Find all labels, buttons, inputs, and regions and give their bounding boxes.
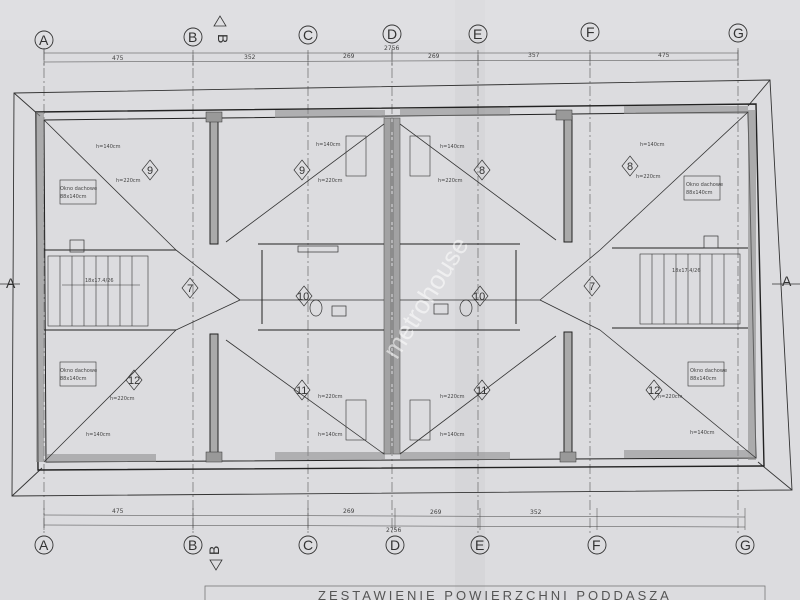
stairs (47, 253, 741, 327)
grid-label-bottom: E (475, 537, 484, 553)
window-note: Okno dachowe (60, 186, 97, 192)
window-note: 88x140cm (60, 376, 87, 382)
party-walls (383, 117, 401, 455)
height-note: h=220cm (318, 178, 343, 184)
section-mark-left: A (6, 275, 16, 291)
section-mark-bottom: B (206, 546, 222, 555)
height-note: h=140cm (86, 432, 111, 438)
height-note: h=140cm (96, 144, 121, 150)
room-number: 12 (648, 385, 660, 397)
grid-label-bottom: G (740, 537, 751, 553)
dimension-bottom: 269 (430, 509, 442, 516)
height-note: h=220cm (440, 394, 465, 400)
dimension-bottom: 475 (112, 508, 124, 515)
grid-label-bottom: A (39, 537, 49, 553)
window-note: 88x140cm (686, 190, 713, 196)
dimension-bottom: 352 (530, 509, 542, 516)
room-number: 10 (473, 291, 485, 303)
dimension-top: 269 (343, 53, 355, 60)
grid-label-top: A (39, 32, 49, 48)
grid-axis-bottom: A B C D E F G (34, 535, 755, 555)
height-note: h=140cm (690, 430, 715, 436)
height-note: h=140cm (316, 142, 341, 148)
roof-windows (59, 135, 725, 441)
section-mark-right: A (782, 273, 792, 289)
dimension-total-top: 2756 (384, 45, 399, 52)
roof-hip-lines (43, 111, 757, 463)
dimension-total-bottom: 2756 (386, 527, 401, 534)
room-number: 7 (187, 283, 193, 295)
window-note: 88x140cm (60, 194, 87, 200)
dimension-top: 475 (112, 55, 124, 62)
window-note: Okno dachowe (690, 368, 727, 374)
title-block: ZESTAWIENIE POWIERZCHNI PODDASZA (204, 585, 766, 600)
dimension-top: 352 (244, 54, 256, 61)
grid-label-top: F (586, 24, 595, 40)
room-number: 10 (297, 291, 309, 303)
stairs-note: 18x17.4/26 (85, 278, 114, 284)
height-note: h=140cm (318, 432, 343, 438)
room-number: 9 (147, 165, 153, 177)
dimension-top: 269 (428, 53, 440, 60)
dimension-chain-bottom (43, 508, 746, 530)
dimension-bottom: 269 (343, 508, 355, 515)
room-markers (125, 155, 663, 401)
height-note: h=220cm (116, 178, 141, 184)
grid-label-bottom: D (390, 537, 400, 553)
height-note: h=140cm (640, 142, 665, 148)
room-number: 9 (299, 165, 305, 177)
grid-label-top: E (473, 26, 482, 42)
grid-label-top: B (188, 29, 197, 45)
sheet-title: ZESTAWIENIE POWIERZCHNI PODDASZA (318, 588, 672, 600)
grid-axis-top: A B C D E F G (34, 22, 748, 50)
room-number: 11 (296, 385, 307, 397)
window-note: 88x140cm (690, 376, 717, 382)
window-note: Okno dachowe (686, 182, 723, 188)
dimension-top: 475 (658, 52, 670, 59)
room-number: 7 (589, 281, 595, 293)
grid-label-top: G (733, 25, 744, 41)
interior-partitions (44, 109, 748, 463)
grid-label-top: D (387, 26, 397, 42)
height-note: h=140cm (440, 432, 465, 438)
height-note: h=220cm (636, 174, 661, 180)
stairs-note: 18x17.4/26 (672, 268, 701, 274)
section-marks: B B A A (0, 15, 800, 571)
dimension-top: 357 (528, 52, 540, 59)
height-note: h=220cm (658, 394, 683, 400)
room-number: 8 (627, 161, 633, 173)
room-number: 11 (476, 385, 487, 397)
grid-label-bottom: B (188, 537, 197, 553)
grid-label-bottom: C (303, 537, 313, 553)
section-mark-top: B (215, 34, 231, 43)
bathroom-fixtures (69, 235, 719, 317)
height-note: h=220cm (110, 396, 135, 402)
dimension-chain-top (43, 48, 739, 66)
height-note: h=220cm (318, 394, 343, 400)
grid-label-bottom: F (592, 537, 601, 553)
roof-outline (11, 79, 793, 497)
height-note: h=140cm (440, 144, 465, 150)
height-note: h=220cm (438, 178, 463, 184)
room-number: 12 (128, 375, 140, 387)
exterior-walls (35, 103, 765, 471)
room-number: 8 (479, 165, 485, 177)
grid-label-top: C (303, 27, 313, 43)
window-note: Okno dachowe (60, 368, 97, 374)
